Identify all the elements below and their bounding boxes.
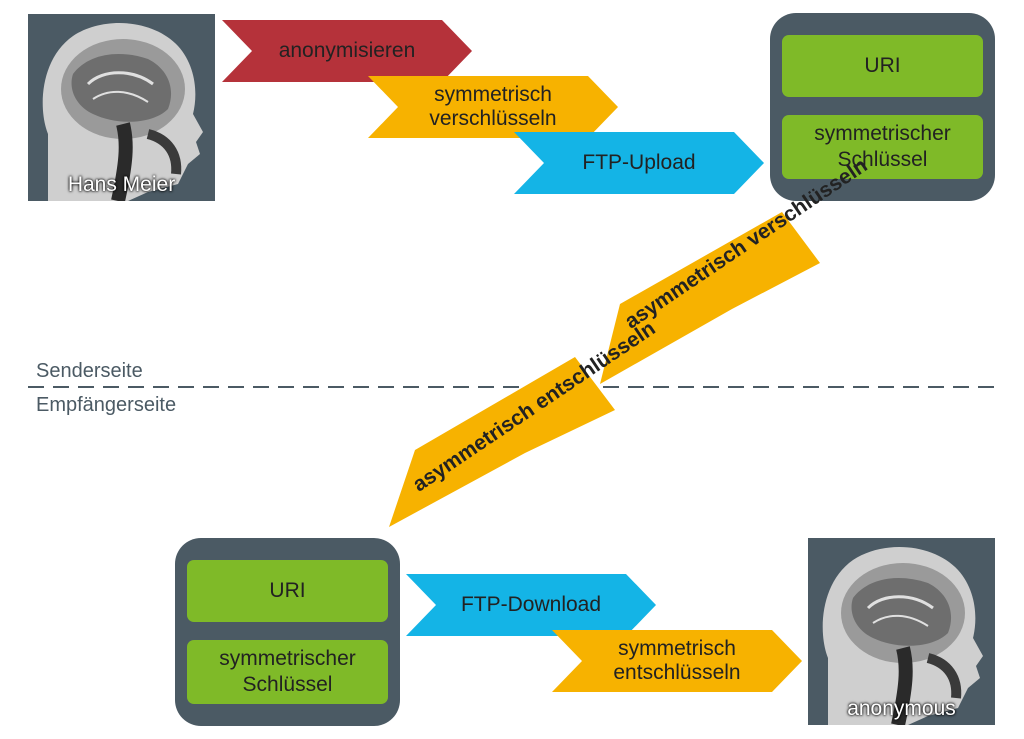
step-decrypt-sym-label: symmetrisch entschlüsseln [613,637,741,684]
step-ftp-download-label: FTP-Download [460,593,602,616]
step-encrypt-asym-arrow [590,212,822,387]
step-ftp-upload-label: FTP-Upload [582,151,696,174]
step-ftp-download-arrow: FTP-Download [406,574,656,636]
package-box-sender: URI symmetrischer Schlüssel [770,13,995,201]
uri-box: URI [782,35,983,97]
mri-image-sender: Hans Meier [28,14,215,201]
receiver-side-label: Empfängerseite [36,394,177,416]
step-encrypt-sym-arrow: symmetrisch verschlüsseln [368,76,618,138]
package-box-receiver: URI symmetrischer Schlüssel [175,538,400,726]
mri-image-receiver: anonymous [808,538,995,725]
step-anonymize-arrow: anonymisieren [222,20,472,82]
symmetric-key-box: symmetrischer Schlüssel [782,115,983,179]
step-decrypt-sym-arrow: symmetrisch entschlüsseln [552,630,802,692]
patient-name-label: anonymous [847,697,956,720]
step-encrypt-sym-label: symmetrisch verschlüsseln [429,83,557,130]
step-anonymize-label: anonymisieren [278,39,416,62]
step-ftp-upload-arrow: FTP-Upload [514,132,764,194]
uri-box: URI [187,560,388,622]
step-decrypt-asym-arrow [385,357,615,529]
patient-name-label: Hans Meier [67,173,176,196]
sender-side-label: Senderseite [36,360,143,382]
symmetric-key-box: symmetrischer Schlüssel [187,640,388,704]
side-divider [28,386,996,388]
